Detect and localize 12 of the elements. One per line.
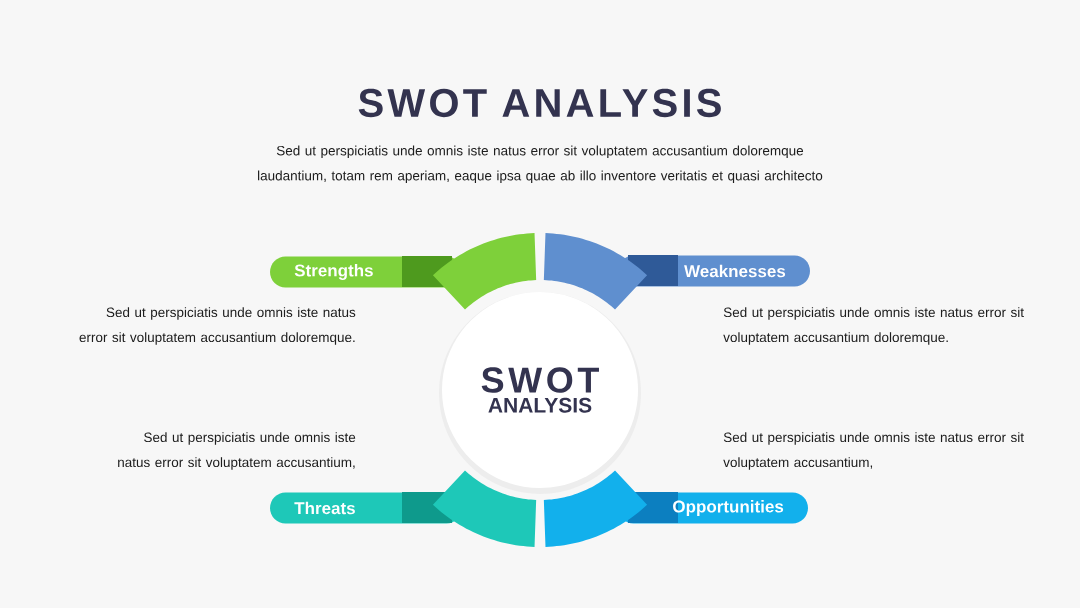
node-label: Opportunities [673,500,784,516]
description: Sed ut perspiciatis unde omnis iste natus error sit voluptatem accusantium, [723,432,1024,470]
description: Sed ut perspiciatis unde omnis iste natus error sit voluptatem accusantium, [118,432,356,470]
node-label: Strengths [294,264,373,280]
segment-tab: Opportunities [543,470,808,547]
node-label: Weaknesses [684,264,786,278]
node-label: Threats [294,501,355,515]
subtitle: Sed ut perspiciatis unde omnis iste natus error sit voluptatem accusantium doloremque laudantium, totam rem aperiam, eaque ipsa quae ab illo inventore veritatis et quasi architecto [258,145,823,184]
title: SWOT ANALYSIS [358,88,721,118]
description: Sed ut perspiciatis unde omnis iste natus error sit voluptatem accusantium doloremque. [79,307,356,345]
segment-tab: Threats [270,470,537,547]
description: Sed ut perspiciatis unde omnis iste natus error sit voluptatem accusantium doloremque. [723,307,1024,345]
